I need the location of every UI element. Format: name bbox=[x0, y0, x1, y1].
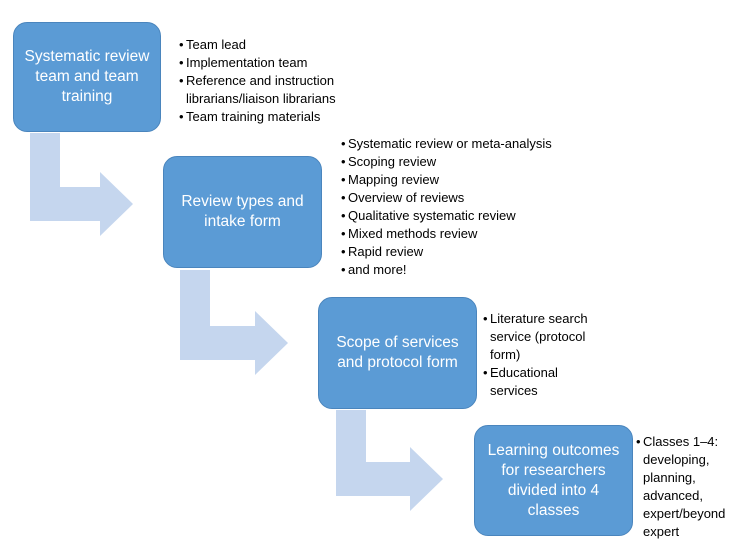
step-2-title-line: intake form bbox=[204, 213, 281, 230]
list-item: Overview of reviews bbox=[341, 189, 552, 207]
arrow-step1-to-step2 bbox=[30, 133, 133, 236]
list-item: Team lead bbox=[179, 36, 336, 54]
list-item: Implementation team bbox=[179, 54, 336, 72]
list-item: Mixed methods review bbox=[341, 225, 552, 243]
step-4-title-line: for researchers bbox=[501, 461, 606, 479]
list-item: Classes 1–4: developing, planning, advan… bbox=[636, 433, 725, 541]
step-1-title-line: training bbox=[61, 88, 113, 105]
list-item: Educational services bbox=[483, 364, 588, 400]
list-item: and more! bbox=[341, 261, 552, 279]
arrow-step3-to-step4 bbox=[336, 410, 443, 511]
list-item: Systematic review or meta-analysis bbox=[341, 135, 552, 153]
step-3-title-line: Scope of services bbox=[336, 334, 459, 351]
list-item: Rapid review bbox=[341, 243, 552, 261]
list-item: Literature search service (protocol form… bbox=[483, 310, 588, 364]
step-4-title-line: divided into 4 bbox=[507, 481, 600, 499]
step-2-title-line: Review types and bbox=[181, 193, 304, 210]
list-item: Reference and instruction librarians/lia… bbox=[179, 72, 336, 108]
step-2-items: Systematic review or meta-analysis Scopi… bbox=[341, 135, 552, 279]
step-3-title-line: and protocol form bbox=[337, 354, 458, 371]
step-2-box: Review types and intake form bbox=[163, 156, 322, 268]
step-4-box: Learning outcomes for researchers divide… bbox=[474, 425, 633, 536]
list-item: Mapping review bbox=[341, 171, 552, 189]
step-3-box: Scope of services and protocol form bbox=[318, 297, 477, 409]
list-item: Qualitative systematic review bbox=[341, 207, 552, 225]
step-1-items: Team lead Implementation team Reference … bbox=[179, 36, 336, 126]
step-4-items: Classes 1–4: developing, planning, advan… bbox=[636, 433, 725, 541]
step-3-items: Literature search service (protocol form… bbox=[483, 310, 588, 400]
step-4-title-line: classes bbox=[527, 501, 580, 519]
step-4-title-line: Learning outcomes bbox=[487, 441, 620, 459]
arrow-step2-to-step3 bbox=[180, 270, 288, 375]
list-item: Team training materials bbox=[179, 108, 336, 126]
step-1-box: Systematic review team and team training bbox=[13, 22, 161, 132]
step-1-title-line: team and team bbox=[35, 68, 139, 85]
step-1-title-line: Systematic review bbox=[24, 48, 150, 65]
list-item: Scoping review bbox=[341, 153, 552, 171]
